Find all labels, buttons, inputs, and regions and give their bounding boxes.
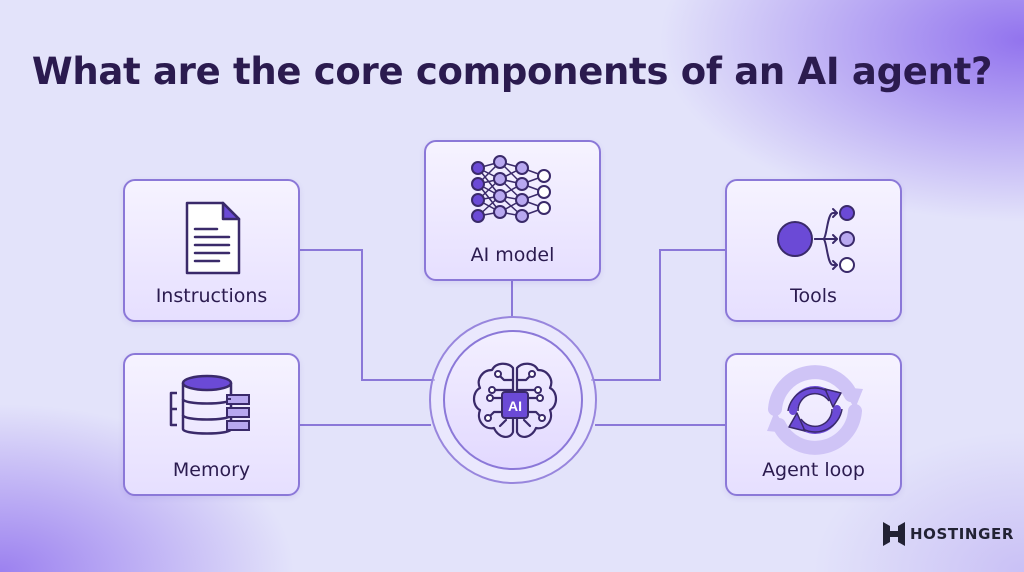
brain-icon: AI [472, 362, 558, 438]
agent-loop-label: Agent loop [762, 459, 865, 481]
database-icon [169, 374, 250, 435]
ai-model-label: AI model [470, 244, 555, 266]
memory-label: Memory [172, 459, 251, 481]
ai-badge [501, 391, 529, 419]
tools-branch-icon [777, 205, 855, 273]
neural-network-icon [471, 155, 551, 223]
document-icon [185, 201, 241, 275]
page-title: What are the core components of an AI ag… [31, 50, 993, 93]
tools-label: Tools [790, 285, 837, 307]
tools-card: Tools [725, 179, 902, 322]
agent-loop-card: Agent loop [725, 353, 902, 496]
ai-badge-label: AI [508, 398, 522, 414]
ai-model-card: AI model [424, 140, 601, 281]
hostinger-logo-icon [883, 522, 905, 546]
hub-center: AI [443, 330, 583, 470]
brand-name: HOSTINGER [910, 525, 1014, 543]
loop-arrows-icon [767, 365, 863, 455]
instructions-card: Instructions [123, 179, 300, 322]
connector-tools [591, 249, 725, 381]
connector-instructions [300, 249, 435, 381]
memory-card: Memory [123, 353, 300, 496]
instructions-label: Instructions [155, 285, 268, 307]
